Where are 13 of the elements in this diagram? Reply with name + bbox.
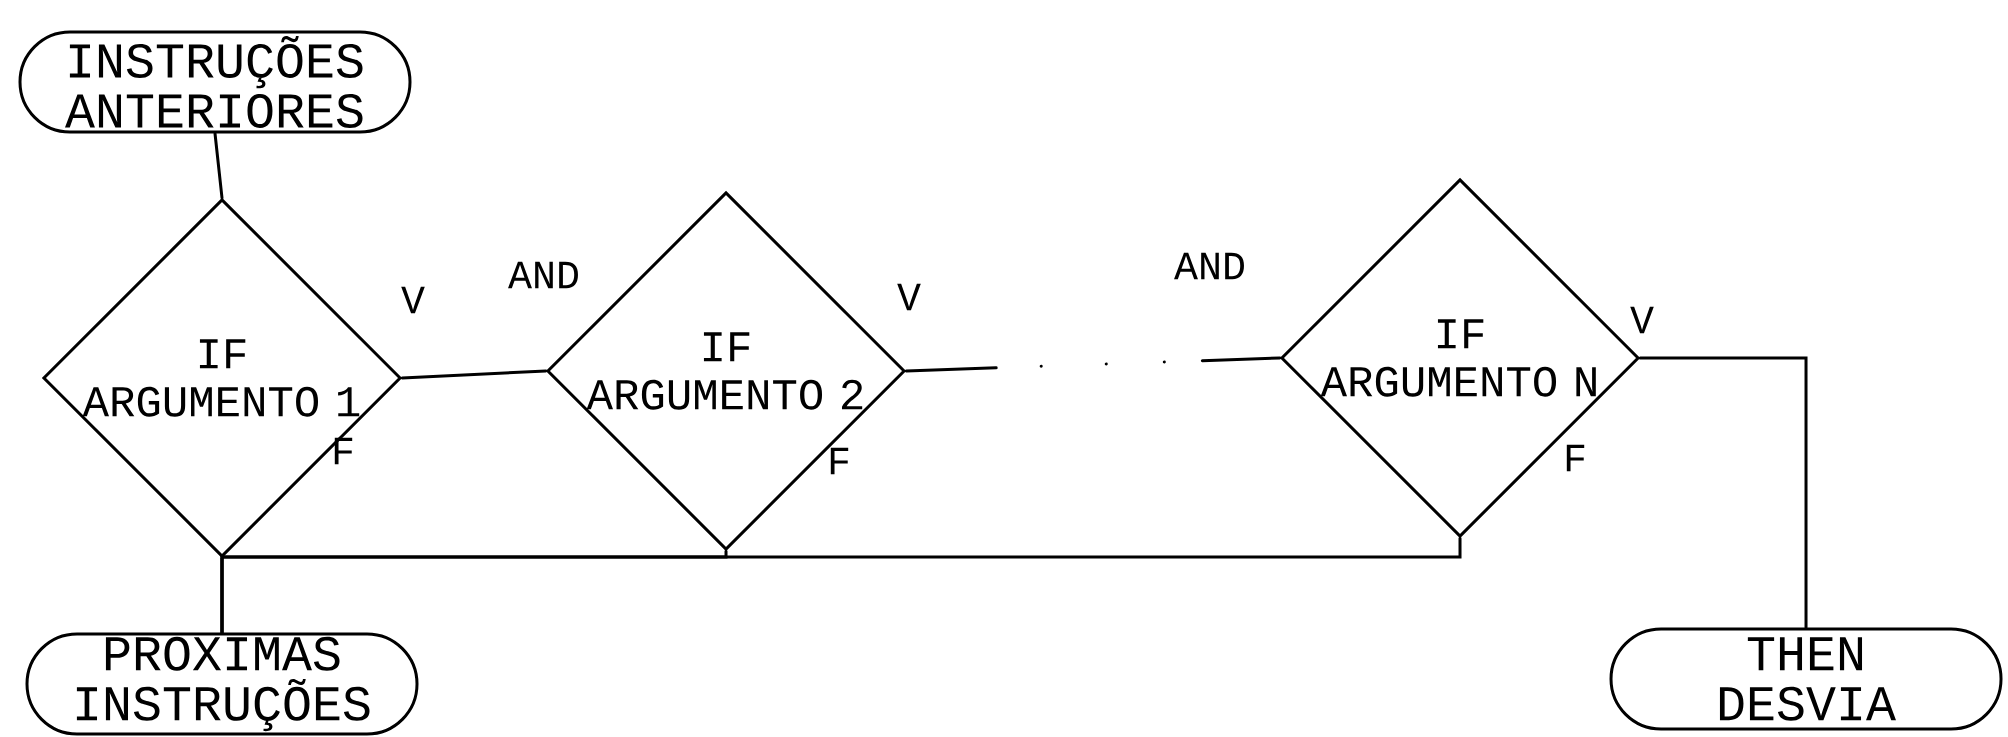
connector-line	[220, 536, 1462, 634]
terminal-box: THEN DESVIA	[1609, 627, 2003, 731]
terminal-box: INSTRUÇÕES ANTERIORES	[18, 30, 412, 134]
branch-label: F	[1566, 444, 1585, 472]
branch-label: V	[897, 283, 921, 311]
branch-label: AND	[1174, 252, 1244, 280]
connector-line	[213, 132, 224, 200]
branch-label: AND	[508, 261, 578, 289]
branch-label: F	[830, 447, 849, 475]
connector-line	[1638, 356, 1808, 629]
connector-line	[904, 356, 1282, 373]
connector-line	[400, 369, 548, 380]
terminal-box: PROXIMAS INSTRUÇÕES	[25, 632, 419, 736]
